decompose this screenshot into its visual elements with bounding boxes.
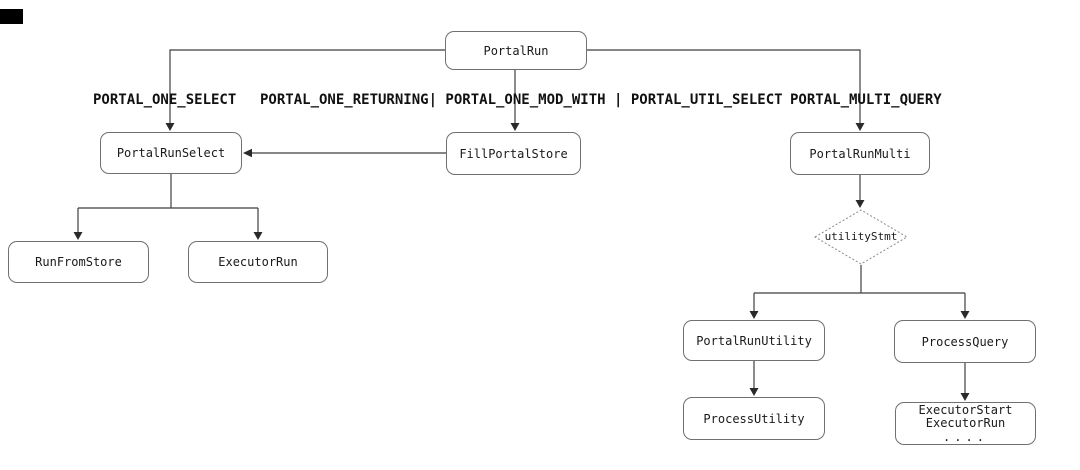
arrowhead-left-portalrunselect	[243, 148, 252, 158]
edge-label-portal-one-select: PORTAL_ONE_SELECT	[93, 92, 237, 108]
node-executor-start-line3: ....	[943, 429, 988, 444]
arrowhead-portalrunutility	[749, 311, 759, 319]
node-executor-run-label: ExecutorRun	[218, 255, 298, 269]
edge-label-portal-multi-query: PORTAL_MULTI_QUERY	[790, 92, 942, 108]
edge-portalrun-portalrunmulti	[587, 49, 861, 124]
node-fill-portal-store-label: FillPortalStore	[459, 146, 568, 161]
arrowhead-executorstart	[960, 393, 970, 401]
node-portal-run-utility: PortalRunUtility	[683, 320, 825, 361]
arrowhead-processquery	[960, 311, 970, 319]
node-executor-start: ExecutorStart ExecutorRun ....	[895, 402, 1036, 445]
node-utility-stmt-label: utilityStmt	[824, 230, 898, 243]
node-run-from-store-label: RunFromStore	[35, 255, 122, 269]
edge-portalrun-portalrunselect	[169, 49, 445, 124]
node-utility-stmt: utilityStmt	[813, 230, 909, 243]
corner-artifact	[0, 9, 23, 24]
utilitystmt-diamond-shape	[814, 209, 908, 265]
node-executor-start-line2: ExecutorRun	[925, 416, 1006, 431]
arrowhead-runfromstore	[73, 232, 83, 240]
node-portal-run-label: PortalRun	[483, 43, 549, 58]
node-portal-run: PortalRun	[445, 31, 587, 70]
edge-utilitystmt-split	[753, 265, 966, 312]
node-portal-run-multi-label: PortalRunMulti	[809, 146, 911, 161]
node-run-from-store: RunFromStore	[8, 241, 149, 283]
node-executor-start-line1: ExecutorStart	[918, 402, 1013, 417]
node-fill-portal-store: FillPortalStore	[446, 132, 581, 175]
arrowhead-executorrun	[253, 232, 263, 240]
node-process-utility-label: ProcessUtility	[703, 411, 805, 426]
node-portal-run-select-label: PortalRunSelect	[116, 146, 226, 160]
node-portal-run-utility-label: PortalRunUtility	[696, 333, 812, 348]
node-portal-run-multi: PortalRunMulti	[790, 132, 930, 175]
arrowhead-utilitystmt	[855, 200, 865, 208]
edge-portalrunselect-split	[77, 174, 259, 233]
node-executor-run: ExecutorRun	[188, 241, 328, 283]
arrowhead-fillportalstore	[510, 123, 520, 131]
node-process-query-label: ProcessQuery	[921, 334, 1009, 349]
arrowhead-portalrunmulti	[855, 123, 865, 131]
node-process-query: ProcessQuery	[894, 320, 1036, 363]
arrowhead-portalrunselect	[165, 123, 175, 131]
arrowhead-processutility	[749, 388, 759, 396]
node-process-utility: ProcessUtility	[683, 397, 825, 440]
node-portal-run-select: PortalRunSelect	[100, 132, 242, 174]
edge-label-portal-one-returning-group: PORTAL_ONE_RETURNING| PORTAL_ONE_MOD_WIT…	[260, 92, 783, 108]
